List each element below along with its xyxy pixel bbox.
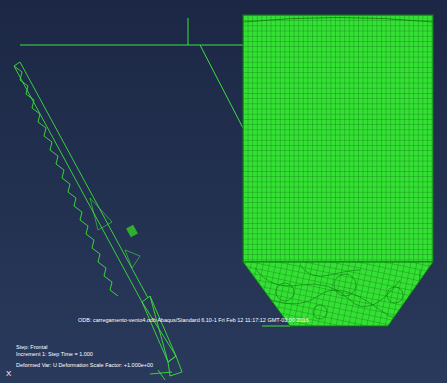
step-text: Step: Frontal: [16, 345, 48, 351]
axis-triad-label: X: [6, 370, 11, 378]
silo-cone-outline: [243, 262, 433, 326]
silo-roof-edge: [243, 18, 433, 23]
increment-text: Increment 1: Step Time = 1.000: [16, 352, 93, 358]
deformed-var-text: Deformed Var: U Deformation Scale Factor…: [16, 363, 153, 369]
silo-cylinder-mesh: [243, 15, 433, 262]
truss-joint: [126, 225, 138, 238]
truss-boom: [14, 62, 182, 380]
odb-info-text: ODB: carregamento-vento4.odb Abaqus/Stan…: [78, 318, 309, 324]
